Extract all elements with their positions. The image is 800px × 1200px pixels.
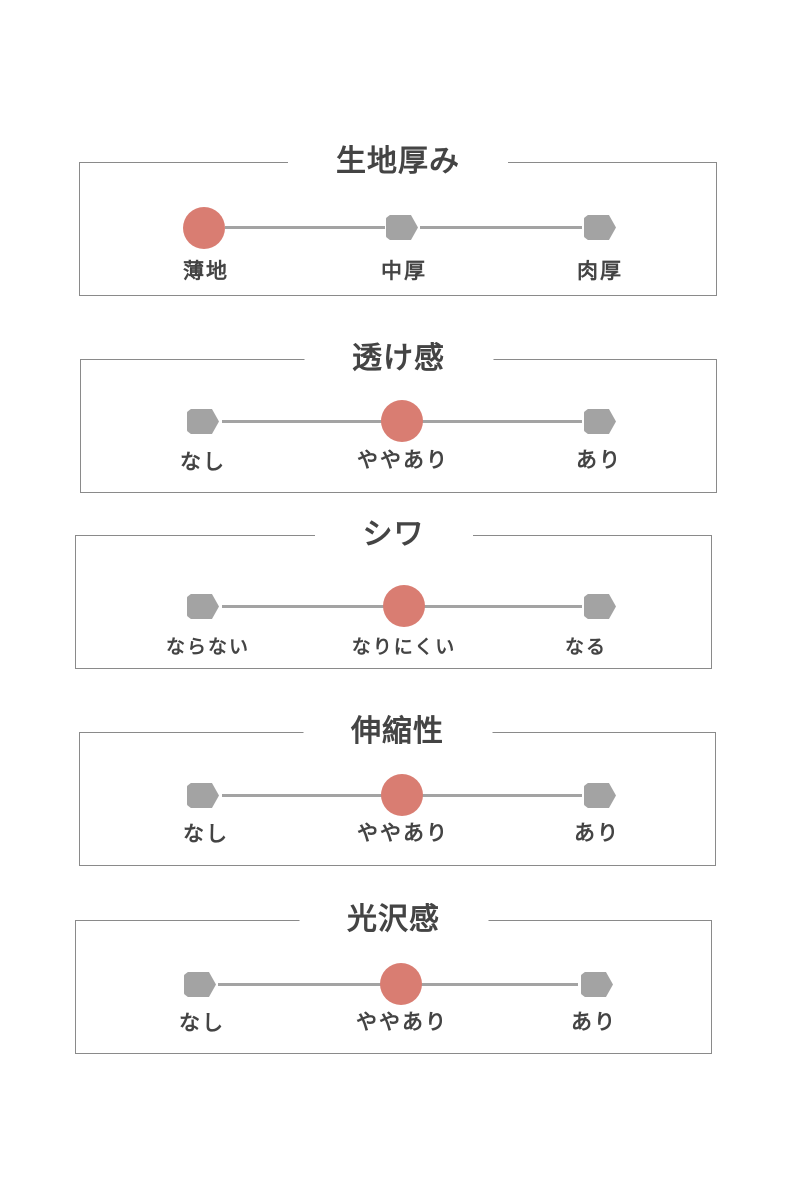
option-label: 肉厚 bbox=[577, 259, 623, 283]
option-label: あり bbox=[576, 448, 622, 472]
rating-card-transparency: 透け感 bbox=[80, 338, 717, 493]
scale-point-marker bbox=[581, 972, 613, 997]
option-label: 薄地 bbox=[183, 259, 229, 283]
scale-point-marker bbox=[584, 215, 616, 240]
scale-track bbox=[225, 226, 385, 229]
rating-card-stretch: 伸縮性 bbox=[79, 711, 716, 866]
option-label: あり bbox=[571, 1010, 617, 1034]
rating-title: 伸縮性 bbox=[303, 711, 492, 753]
scale-point-marker bbox=[187, 594, 219, 619]
option-label: なし bbox=[180, 450, 226, 474]
scale-point-marker bbox=[187, 409, 219, 434]
option-label: ややあり bbox=[357, 821, 449, 845]
option-label: なし bbox=[179, 1011, 225, 1035]
option-label: あり bbox=[574, 821, 620, 845]
option-label: ややあり bbox=[356, 1010, 448, 1034]
rating-title: 透け感 bbox=[304, 338, 493, 380]
selected-point-marker bbox=[381, 774, 423, 816]
scale-point-marker bbox=[386, 215, 418, 240]
rating-title: シワ bbox=[314, 514, 473, 556]
scale-point-marker bbox=[584, 783, 616, 808]
rating-card-fabric-thickness: 生地厚み bbox=[79, 141, 717, 296]
option-label: なる bbox=[564, 636, 608, 658]
selected-point-marker bbox=[380, 963, 422, 1005]
scale-point-marker bbox=[187, 783, 219, 808]
scale-point-marker bbox=[584, 594, 616, 619]
rating-card-wrinkle: シワ bbox=[75, 514, 712, 669]
scale-point-marker bbox=[584, 409, 616, 434]
option-label: ならない bbox=[165, 636, 251, 658]
selected-point-marker bbox=[183, 207, 225, 249]
selected-point-marker bbox=[381, 400, 423, 442]
selected-point-marker bbox=[383, 585, 425, 627]
rating-title: 生地厚み bbox=[288, 141, 508, 183]
option-label: なし bbox=[183, 822, 229, 846]
rating-title: 光沢感 bbox=[299, 899, 488, 941]
option-label: なりにくい bbox=[351, 636, 457, 658]
rating-card-gloss: 光沢感 bbox=[75, 899, 712, 1054]
option-label: 中厚 bbox=[381, 259, 427, 283]
scale-point-marker bbox=[184, 972, 216, 997]
option-label: ややあり bbox=[357, 448, 449, 472]
scale-track bbox=[420, 226, 582, 229]
